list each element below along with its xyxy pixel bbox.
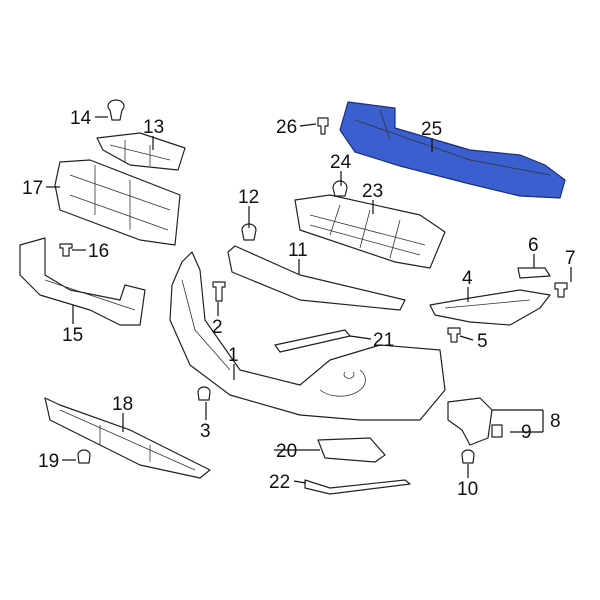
part-4-side-bracket[interactable] — [429, 289, 551, 326]
part-6-bracket[interactable] — [517, 267, 551, 279]
callout-4: 4 — [462, 268, 473, 289]
part-22-lower-strip[interactable] — [304, 479, 411, 495]
callout-23: 23 — [362, 181, 383, 202]
part-21-trim-strip[interactable] — [274, 329, 351, 353]
callout-20: 20 — [276, 441, 297, 462]
part-23-grille[interactable] — [294, 194, 446, 269]
callout-21: 21 — [373, 330, 394, 351]
part-19-clip[interactable] — [77, 449, 91, 464]
part-11-upper-trim[interactable] — [227, 245, 406, 311]
callout-labels: 14 13 26 25 24 17 12 23 16 11 6 7 4 15 2… — [22, 108, 576, 500]
part-14-clip[interactable] — [107, 99, 125, 121]
part-12-clip[interactable] — [241, 223, 257, 241]
callout-11: 11 — [288, 240, 308, 261]
callout-3: 3 — [200, 421, 211, 442]
callout-2: 2 — [212, 317, 223, 338]
part-13-upper-cover[interactable] — [96, 132, 186, 171]
part-20-fog-trim[interactable] — [317, 437, 386, 463]
callout-24: 24 — [330, 152, 352, 173]
part-25-bumper-reinforcement[interactable] — [339, 101, 566, 199]
part-8-fog-bracket[interactable] — [447, 397, 493, 446]
callout-18: 18 — [112, 394, 133, 415]
callout-26: 26 — [276, 117, 297, 138]
callout-5: 5 — [477, 331, 488, 352]
leader-lines — [46, 116, 572, 484]
part-24-clip[interactable] — [332, 180, 348, 197]
callout-15: 15 — [62, 325, 83, 346]
callout-25: 25 — [421, 119, 442, 140]
part-9-nut[interactable] — [491, 424, 503, 438]
callout-1: 1 — [228, 345, 239, 366]
callout-19: 19 — [38, 451, 59, 472]
callout-7: 7 — [565, 248, 576, 269]
callout-10: 10 — [457, 479, 478, 500]
callout-13: 13 — [143, 117, 164, 138]
part-10-clip[interactable] — [461, 449, 475, 464]
part-15-lower-bracket[interactable] — [19, 237, 146, 326]
part-7-bolt[interactable] — [554, 282, 568, 298]
part-1-bumper-cover[interactable] — [169, 251, 446, 421]
callout-12: 12 — [238, 187, 259, 208]
callout-17: 17 — [22, 178, 43, 199]
part-2-bolt[interactable] — [212, 281, 226, 302]
callout-22: 22 — [269, 472, 290, 493]
part-16-clip[interactable] — [59, 243, 73, 257]
callout-14: 14 — [70, 108, 92, 129]
part-26-bolt[interactable] — [317, 117, 329, 135]
callout-8: 8 — [550, 411, 561, 432]
part-5-clip[interactable] — [447, 327, 461, 343]
part-17-upper-support[interactable] — [54, 159, 181, 246]
callout-9: 9 — [521, 422, 532, 443]
part-3-clip[interactable] — [197, 386, 211, 401]
callout-16: 16 — [88, 241, 109, 262]
callout-6: 6 — [528, 235, 539, 256]
